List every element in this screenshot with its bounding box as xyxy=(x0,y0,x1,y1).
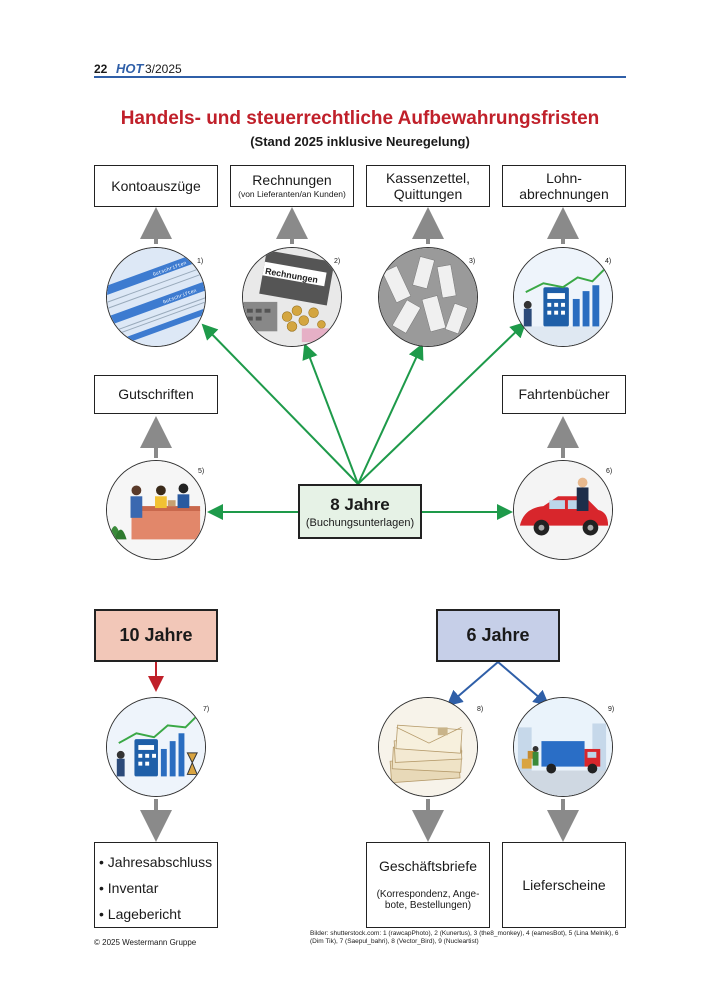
green-arrow-3 xyxy=(357,343,424,485)
image-credits: Bilder: shutterstock.com: 1 (rawcapPhoto… xyxy=(310,930,619,945)
magazine-logo: HOT xyxy=(116,61,144,76)
copyright: © 2025 Westermann Gruppe xyxy=(94,938,197,947)
page-subtitle: (Stand 2025 inklusive Neuregelung) xyxy=(250,134,470,149)
box-label: Rechnungen xyxy=(252,172,332,189)
box-rechnungen: Rechnungen (von Lieferanten/an Kunden) xyxy=(230,165,354,207)
box-gutschriften: Gutschriften xyxy=(94,375,218,414)
image-number: 7) xyxy=(203,706,210,713)
green-arrow-4 xyxy=(357,321,527,485)
image-gutschriften xyxy=(106,460,206,560)
box-6-jahre: 6 Jahre xyxy=(436,609,560,662)
issue-number: 3/2025 xyxy=(145,62,182,76)
box-label: Gutschriften xyxy=(118,386,194,403)
image-number: 4) xyxy=(605,258,612,265)
image-fahrtenbuecher xyxy=(513,460,613,560)
image-number: 5) xyxy=(198,468,205,475)
six-years-title: 6 Jahre xyxy=(466,625,530,645)
box-label: Kassenzettel, Quittungen xyxy=(385,169,471,202)
green-arrow-2 xyxy=(302,343,359,485)
box-label: Fahrtenbücher xyxy=(518,386,610,403)
box-lieferscheine: Lieferscheine xyxy=(502,842,626,928)
box-label: Lohn-abrechnungen xyxy=(519,169,609,202)
image-number: 2) xyxy=(334,258,341,265)
box-kontoauszuege: Kontoauszüge xyxy=(94,165,218,207)
image-jahresabschluss xyxy=(106,697,206,797)
center-title: 8 Jahre xyxy=(330,494,390,514)
ten-years-title: 10 Jahre xyxy=(119,625,193,645)
list-item: • Lagebericht xyxy=(99,906,181,922)
header-rule xyxy=(94,76,626,78)
image-geschaeftsbriefe xyxy=(378,697,478,797)
box-label: Lieferscheine xyxy=(522,876,606,893)
image-number: 6) xyxy=(606,468,613,475)
image-number: 1) xyxy=(197,258,204,265)
box-kassenzettel: Kassenzettel, Quittungen xyxy=(366,165,490,207)
box-lohnabrechnungen: Lohn-abrechnungen xyxy=(502,165,626,207)
box-8-jahre: 8 Jahre (Buchungsunterlagen) xyxy=(298,484,422,539)
list-10-jahre: • Jahresabschluss • Inventar • Lageberic… xyxy=(94,842,218,928)
blue-arrow-left xyxy=(446,661,499,707)
box-geschaeftsbriefe: Geschäftsbriefe (Korrespondenz, Ange-bot… xyxy=(366,842,490,928)
green-arrow-1 xyxy=(201,323,359,485)
image-kassenzettel xyxy=(378,247,478,347)
image-number: 8) xyxy=(477,706,484,713)
image-number: 9) xyxy=(608,706,615,713)
center-subtitle: (Buchungsunterlagen) xyxy=(305,516,415,529)
box-label: Kontoauszüge xyxy=(111,177,201,194)
list-item: • Inventar xyxy=(99,880,159,896)
box-sublabel: (Korrespondenz, Ange-bote, Bestellungen) xyxy=(376,888,480,912)
box-10-jahre: 10 Jahre xyxy=(94,609,218,662)
box-sublabel: (von Lieferanten/an Kunden) xyxy=(238,189,346,200)
list-item: • Jahresabschluss xyxy=(99,854,213,870)
image-kontoauszuege: Gutschriften Gutschriften xyxy=(106,247,206,347)
image-lohnabrechnungen xyxy=(513,247,613,347)
image-lieferscheine xyxy=(513,697,613,797)
blue-arrow-right xyxy=(497,661,550,707)
page-title: Handels- und steuerrechtliche Aufbewahru… xyxy=(120,108,600,129)
image-number: 3) xyxy=(469,258,476,265)
page-number: 22 xyxy=(94,62,108,76)
box-fahrtenbuecher: Fahrtenbücher xyxy=(502,375,626,414)
image-rechnungen: Rechnungen xyxy=(242,247,342,347)
box-label: Geschäftsbriefe xyxy=(378,858,478,875)
